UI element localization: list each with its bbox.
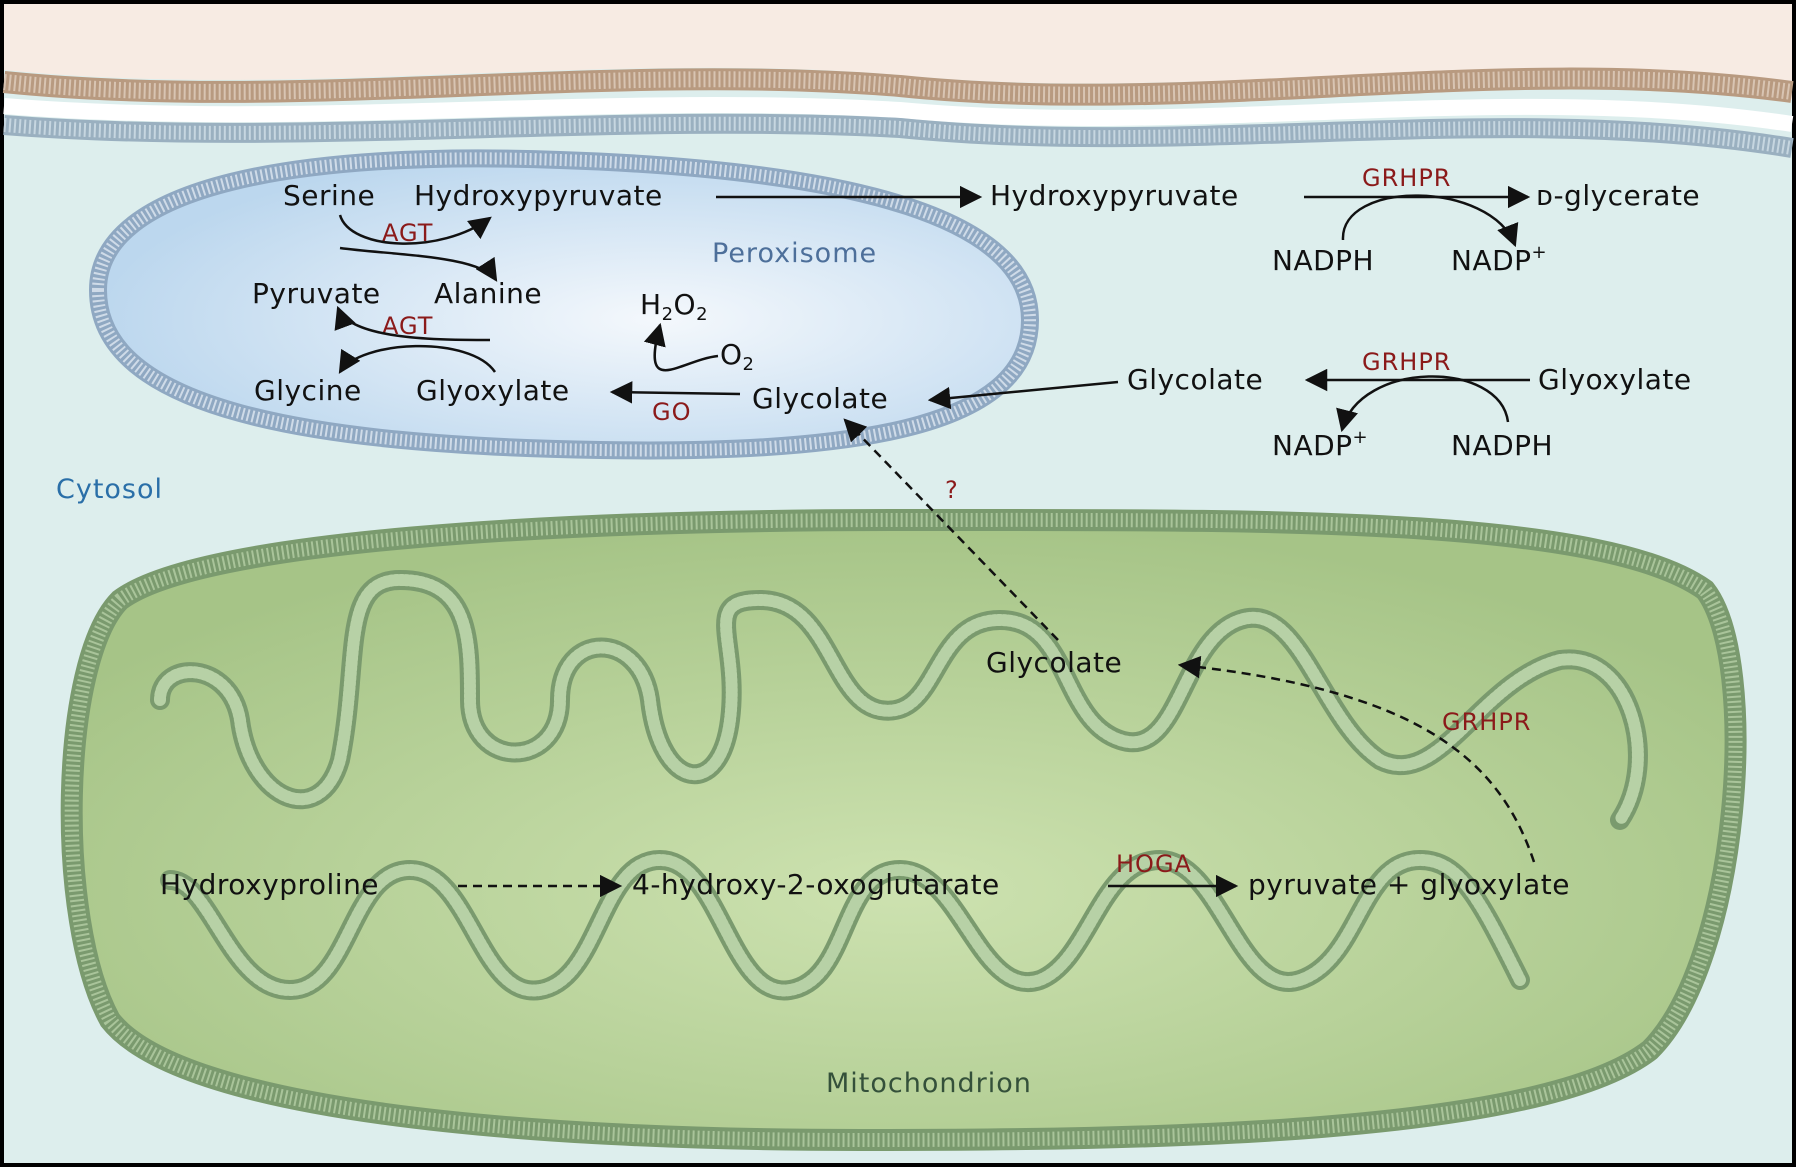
- pyruvate-glyoxylate-label: pyruvate + glyoxylate: [1248, 868, 1570, 901]
- d-glycerate-label: ᴅ-glycerate: [1536, 179, 1700, 212]
- grhpr-top-label: GRHPR: [1362, 164, 1451, 192]
- cytosol-label: Cytosol: [56, 474, 163, 505]
- unknown-transport-label: ?: [945, 476, 959, 504]
- glyoxylate-cyto-label: Glyoxylate: [1538, 363, 1692, 396]
- hydroxyproline-label: Hydroxyproline: [160, 868, 379, 901]
- peroxisome-label: Peroxisome: [712, 238, 877, 269]
- glycolate-mito-label: Glycolate: [986, 646, 1122, 679]
- nadph-top-label: NADPH: [1272, 244, 1374, 277]
- hydroxypyruvate-perox-label: Hydroxypyruvate: [414, 179, 663, 212]
- go-label: GO: [652, 398, 692, 426]
- mitochondrion: [72, 520, 1736, 1140]
- grhpr-mito-label: GRHPR: [1442, 708, 1531, 736]
- alanine-label: Alanine: [434, 277, 542, 310]
- mitochondrion-label: Mitochondrion: [826, 1068, 1032, 1099]
- pyruvate-label: Pyruvate: [252, 277, 381, 310]
- nadph-bottom-label: NADPH: [1451, 429, 1553, 462]
- grhpr-mid-label: GRHPR: [1362, 348, 1451, 376]
- hoga-substrate-label: 4-hydroxy-2-oxoglutarate: [632, 868, 1000, 901]
- glycolate-perox-label: Glycolate: [752, 382, 888, 415]
- serine-label: Serine: [283, 179, 375, 212]
- hoga-label: HOGA: [1116, 850, 1192, 878]
- glyoxylate-perox-label: Glyoxylate: [416, 374, 570, 407]
- hydroxypyruvate-cyto-label: Hydroxypyruvate: [990, 179, 1239, 212]
- glycolate-cyto-label: Glycolate: [1127, 363, 1263, 396]
- glycine-label: Glycine: [254, 374, 362, 407]
